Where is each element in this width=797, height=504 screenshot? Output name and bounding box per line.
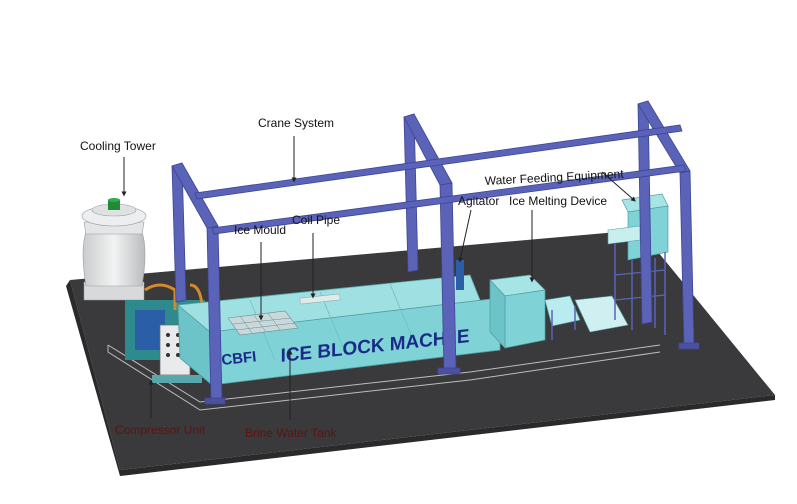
agitator	[456, 260, 464, 290]
brand-logo: CBFI	[221, 348, 258, 369]
label-ice-melting: Ice Melting Device	[509, 194, 607, 208]
label-cooling-tower: Cooling Tower	[80, 139, 156, 153]
coil-pipe	[299, 293, 341, 305]
label-brine-tank: Brine Water Tank	[245, 426, 337, 440]
label-compressor-unit: Compressor Unit	[115, 423, 206, 437]
label-coil-pipe: Coil Pipe	[292, 213, 340, 227]
ice-mould	[227, 310, 299, 336]
label-agitator: Agitator	[458, 194, 499, 208]
leader-lines	[121, 136, 636, 420]
ice-melting-device	[489, 274, 629, 349]
label-crane-system: Crane System	[258, 116, 334, 130]
crane-system	[171, 100, 700, 405]
cooling-tower	[81, 198, 147, 301]
label-ice-mould: Ice Mould	[234, 223, 286, 237]
